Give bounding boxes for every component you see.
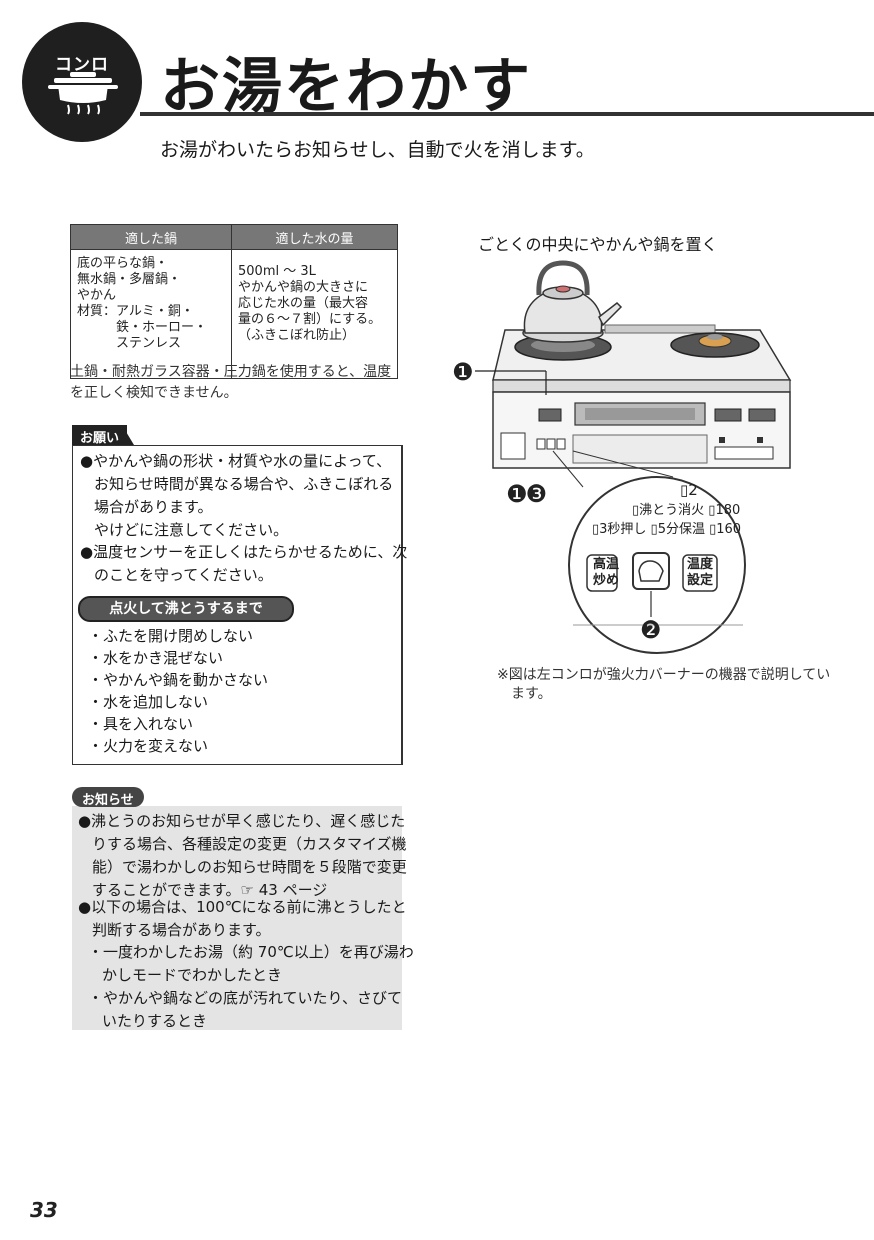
page-subtitle: お湯がわいたらお知らせし、自動で火を消します。 bbox=[160, 139, 595, 161]
request-bullet-text: ●やかんや鍋の形状・材質や水の量によって、お知らせ時間が異なる場合や、ふきこぼれ… bbox=[80, 452, 394, 516]
table-cell-pot: 底の平らな鍋・ 無水鍋・多層鍋・ やかん 材質：アルミ・銅・ 鉄・ホーロー・ ス… bbox=[70, 249, 232, 379]
zoom-top-label: ▯2 bbox=[680, 481, 698, 499]
pot-line: 鉄・ホーロー・ bbox=[77, 320, 208, 335]
page-title: お湯をわかす bbox=[160, 52, 532, 122]
notice-sub-item: ・一度わかしたお湯（約 70℃以上）を再び湯わかしモードでわかしたとき bbox=[88, 943, 414, 984]
table-note: 土鍋・耐熱ガラス容器・圧力鍋を使用すると、温度を正しく検知できません。 bbox=[70, 364, 392, 401]
request-bullet: ●やかんや鍋の形状・材質や水の量によって、お知らせ時間が異なる場合や、ふきこぼれ… bbox=[80, 450, 398, 542]
high-temp-label: 高温 炒め bbox=[590, 557, 622, 589]
pot-line: 底の平らな鍋・ bbox=[77, 256, 169, 271]
marker-2: ❷ bbox=[640, 616, 662, 644]
pot-line: ステンレス bbox=[77, 336, 182, 351]
list-item: ・ふたを開け閉めしない bbox=[88, 627, 254, 645]
temp-set-label: 温度 設定 bbox=[684, 557, 716, 589]
left-knob bbox=[538, 408, 562, 422]
btn-line: 高温 bbox=[592, 557, 619, 572]
btn-line: 温度 bbox=[686, 557, 713, 572]
notice-sub-item: ・やかんや鍋などの底が汚れていたり、さびていたりするとき bbox=[88, 989, 402, 1030]
list-item: ・火力を変えない bbox=[88, 737, 209, 755]
water-line: （ふきこぼれ防止） bbox=[238, 328, 356, 343]
illustration-caption: ごとくの中央にやかんや鍋を置く bbox=[478, 235, 718, 254]
stove-illustration bbox=[475, 260, 792, 654]
title-divider bbox=[140, 112, 874, 116]
temp-set-button bbox=[682, 554, 718, 592]
request-tag: お願い bbox=[72, 425, 128, 446]
request-bullet: ●温度センサーを正しくはたらかせるために、次のことを守ってください。 bbox=[80, 543, 408, 584]
kettle-handle bbox=[536, 260, 590, 296]
notice-box bbox=[72, 806, 402, 1030]
water-line: 量の６～７割）にする。 bbox=[238, 312, 382, 327]
list-item: ・やかんや鍋を動かさない bbox=[88, 671, 269, 689]
water-line: 500ml ～ 3L bbox=[238, 264, 316, 279]
water-line: やかんや鍋の大きさに bbox=[238, 280, 369, 295]
kettle-icon bbox=[638, 560, 664, 582]
notice-tag: お知らせ bbox=[72, 787, 144, 808]
request-bullet-extra: やけどに注意してください。 bbox=[94, 521, 289, 539]
figure-note: ※図は左コンロが強火力バーナーの機器で説明しています。 bbox=[497, 667, 831, 702]
btn-line: 炒め bbox=[592, 573, 619, 588]
kettle-spout bbox=[598, 302, 623, 327]
btn-line: 設定 bbox=[686, 573, 713, 588]
notice-bullet: ●以下の場合は、100℃になる前に沸とうしたと判断する場合があります。 bbox=[78, 898, 407, 939]
table-header-pot: 適した鍋 bbox=[70, 224, 232, 250]
page-number: 33 bbox=[30, 1198, 58, 1222]
list-item: ・水を追加しない bbox=[88, 693, 209, 711]
high-temp-button bbox=[586, 554, 618, 592]
water-line: 応じた水の量（最大容 bbox=[238, 296, 369, 311]
request-box bbox=[72, 445, 403, 765]
marker-1: ❶ bbox=[452, 358, 474, 386]
pot-line: 無水鍋・多層鍋・ bbox=[77, 272, 182, 287]
ignite-list: ・ふたを開け閉めしない ・水をかき混ぜない ・やかんや鍋を動かさない ・水を追加… bbox=[88, 625, 388, 757]
table-cell-water: 500ml ～ 3L やかんや鍋の大きさに 応じた水の量（最大容 量の６～７割）… bbox=[231, 249, 398, 379]
table-header-water: 適した水の量 bbox=[231, 224, 398, 250]
pot-line: 材質：アルミ・銅・ bbox=[77, 304, 194, 319]
zoom-row-label: ▯3秒押し ▯5分保温 ▯160 bbox=[592, 522, 742, 537]
zoom-row-label: ▯沸とう消火 ▯180 bbox=[632, 503, 741, 518]
pot-line: やかん bbox=[77, 288, 117, 303]
notice-bullet: ●沸とうのお知らせが早く感じたり、遅く感じたりする場合、各種設定の変更（カスタマ… bbox=[78, 812, 407, 899]
cooktop-edge bbox=[492, 379, 791, 393]
list-item: ・水をかき混ぜない bbox=[88, 649, 224, 667]
ignite-label: 点火して沸とうするまで bbox=[78, 596, 294, 622]
badge-label: コンロ bbox=[55, 55, 109, 75]
list-item: ・具を入れない bbox=[88, 715, 194, 733]
marker-1-3: ❶❸ bbox=[506, 480, 547, 508]
suitable-pot-table: 適した鍋 適した水の量 底の平らな鍋・ 無水鍋・多層鍋・ やかん 材質：アルミ・… bbox=[70, 224, 398, 379]
request-tag-tail bbox=[122, 425, 134, 445]
pot-icon bbox=[48, 72, 118, 115]
